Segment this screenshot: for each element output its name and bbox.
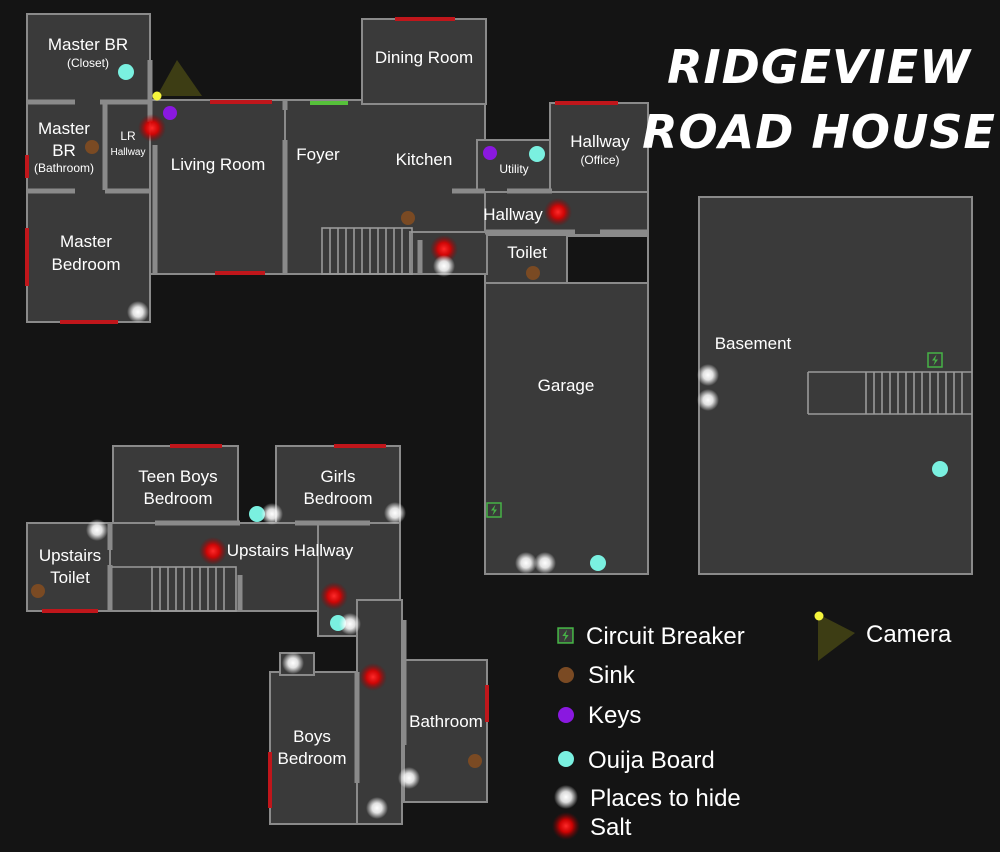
room-label-boys-1: Boys xyxy=(293,727,331,746)
legend-sink-icon xyxy=(558,667,574,683)
hide-icon xyxy=(282,652,304,674)
legend-camera-icon xyxy=(818,614,855,661)
hide-icon xyxy=(339,613,361,635)
salt-icon xyxy=(544,198,572,226)
room-label-master-bedroom-1: Master xyxy=(60,232,112,251)
keys-icon xyxy=(483,146,497,160)
room-label-utility: Utility xyxy=(499,162,528,176)
room-label-master-bath-2: BR xyxy=(52,141,76,160)
salt-icon xyxy=(138,114,166,142)
room-sublabel-hallway-office: (Office) xyxy=(580,153,619,167)
room-label-upstairs-hallway: Upstairs Hallway xyxy=(227,541,354,560)
upstairs-floor xyxy=(26,444,489,825)
salt-icon xyxy=(199,537,227,565)
room-label-hallway-office: Hallway xyxy=(570,132,630,151)
hide-icon xyxy=(127,301,149,323)
legend-keys-label: Keys xyxy=(588,702,641,729)
hiding-spots xyxy=(86,255,719,819)
keys xyxy=(163,106,497,160)
room-label-garage: Garage xyxy=(538,376,595,395)
hide-icon xyxy=(398,767,420,789)
circuit-breaker-icon xyxy=(486,502,502,518)
room-label-master-bedroom-2: Bedroom xyxy=(52,255,121,274)
sink-icon xyxy=(526,266,540,280)
room-label-hallway: Hallway xyxy=(483,205,543,224)
legend-sink-label: Sink xyxy=(588,662,636,689)
hide-icon xyxy=(697,364,719,386)
room-label-girls-1: Girls xyxy=(321,467,356,486)
basement-floor xyxy=(698,196,973,575)
room-label-dining-room: Dining Room xyxy=(375,48,473,67)
room-label-upstairs-toilet-1: Upstairs xyxy=(39,546,101,565)
salt-icon xyxy=(430,235,458,263)
salt-icon xyxy=(359,663,387,691)
ouija-board-icon xyxy=(118,64,134,80)
sink-icon xyxy=(401,211,415,225)
hide-icon xyxy=(261,503,283,525)
legend-camera-lens-icon xyxy=(814,611,824,621)
legend-circuit-breaker-icon xyxy=(557,627,574,644)
room-label-basement: Basement xyxy=(715,334,792,353)
sink-icon xyxy=(31,584,45,598)
room-label-master-closet: Master BR xyxy=(48,35,128,54)
room-sublabel-master-closet: (Closet) xyxy=(67,56,109,70)
camera-icon xyxy=(157,60,202,96)
room-label-lr-hallway-2: Hallway xyxy=(110,147,145,158)
circuit-breaker-icon xyxy=(927,352,943,368)
map-title-line-1: RIDGEVIEW xyxy=(667,40,972,94)
legend-camera-label: Camera xyxy=(866,621,952,648)
legend-salt-label: Salt xyxy=(590,814,632,841)
room-labels: Master BR (Closet) Master BR (Bathroom) … xyxy=(34,35,792,768)
ouija-board-icon xyxy=(932,461,948,477)
ouija-board-icon xyxy=(590,555,606,571)
hide-icon xyxy=(697,389,719,411)
legend-keys-icon xyxy=(558,707,574,723)
room-label-master-bath-1: Master xyxy=(38,119,90,138)
legend-ouija-label: Ouija Board xyxy=(588,747,715,774)
ground-floor xyxy=(25,13,649,575)
hide-icon xyxy=(433,255,455,277)
room-label-teen-boys-2: Bedroom xyxy=(144,489,213,508)
room-label-toilet: Toilet xyxy=(507,243,547,262)
room-label-lr-hallway-1: LR xyxy=(120,129,136,143)
ouija-board-icon xyxy=(249,506,265,522)
room-label-teen-boys-1: Teen Boys xyxy=(138,467,217,486)
legend-ouija-icon xyxy=(558,751,574,767)
salt-icon xyxy=(320,582,348,610)
legend-hide-icon xyxy=(554,785,578,809)
room-label-upstairs-toilet-2: Toilet xyxy=(50,568,90,587)
salt-spots xyxy=(138,114,572,691)
room-label-kitchen: Kitchen xyxy=(396,150,453,169)
room-label-living-room: Living Room xyxy=(171,155,266,174)
sinks xyxy=(31,140,540,768)
camera-lens-icon xyxy=(152,91,162,101)
hide-icon xyxy=(86,519,108,541)
ouija-boards xyxy=(118,64,948,631)
room-label-girls-2: Bedroom xyxy=(304,489,373,508)
room-label-bathroom: Bathroom xyxy=(409,712,483,731)
hide-icon xyxy=(515,552,537,574)
room-label-foyer: Foyer xyxy=(296,145,340,164)
sink-icon xyxy=(468,754,482,768)
keys-icon xyxy=(163,106,177,120)
hide-icon xyxy=(366,797,388,819)
legend-hide-label: Places to hide xyxy=(590,785,741,812)
hide-icon xyxy=(384,502,406,524)
legend-salt-icon xyxy=(552,812,580,840)
room-label-boys-2: Bedroom xyxy=(278,749,347,768)
room-sublabel-master-bath: (Bathroom) xyxy=(34,161,94,175)
sink-icon xyxy=(85,140,99,154)
map-title-line-2: ROAD HOUSE xyxy=(642,105,996,159)
ouija-board-icon xyxy=(529,146,545,162)
hide-icon xyxy=(534,552,556,574)
camera-marker xyxy=(152,60,202,101)
legend: Circuit Breaker Sink Keys Ouija Board Pl… xyxy=(552,611,952,841)
legend-circuit-breaker-label: Circuit Breaker xyxy=(586,623,745,650)
